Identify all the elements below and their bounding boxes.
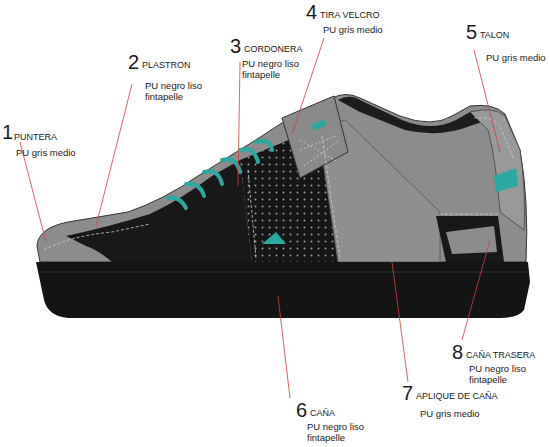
material-note: PU negro liso fintapelle xyxy=(469,363,537,386)
callout-number: 6 xyxy=(296,400,307,420)
callout-number: 3 xyxy=(230,36,241,56)
callout-number: 2 xyxy=(128,52,139,72)
callout-number: 1 xyxy=(2,122,13,142)
material-note: PU negro liso fintapelle xyxy=(145,80,213,103)
part-name: CAÑA xyxy=(310,408,335,419)
material-note: PU negro liso fintapelle xyxy=(307,421,375,444)
part-name: PLASTRON xyxy=(142,60,191,71)
callout-number: 8 xyxy=(452,342,463,362)
callout-number: 7 xyxy=(402,383,413,403)
material-note: PU gris medio xyxy=(323,24,383,35)
part-name: TIRA VELCRO xyxy=(320,10,380,21)
material-note: PU gris medio xyxy=(486,52,546,63)
callout-number: 5 xyxy=(466,22,477,42)
part-name: CORDONERA xyxy=(244,44,303,55)
part-name: CAÑA TRASERA xyxy=(466,350,535,361)
part-name: APLIQUE DE CAÑA xyxy=(416,391,498,402)
material-note: PU negro liso fintapelle xyxy=(242,58,310,81)
material-note: PU gris medio xyxy=(420,408,480,419)
callout-number: 4 xyxy=(306,2,317,22)
part-name: PUNTERA xyxy=(14,132,57,143)
part-name: TALON xyxy=(480,30,509,41)
material-note: PU gris medio xyxy=(16,147,76,158)
